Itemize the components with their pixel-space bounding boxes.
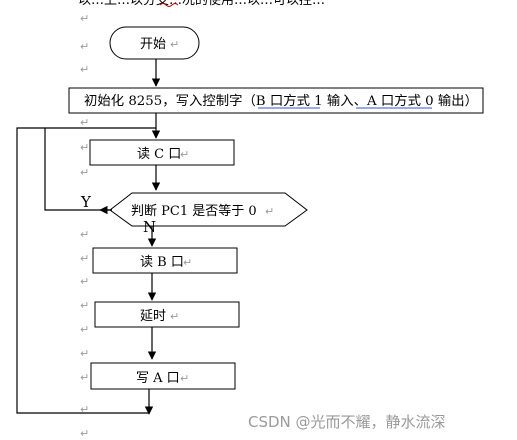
- start-label: 开始: [140, 37, 166, 52]
- paragraph-mark: ↵: [170, 310, 179, 323]
- read-c-label: 读 C 口: [137, 147, 181, 162]
- yes-loop-line: [44, 127, 156, 211]
- spellcheck-squiggle: [159, 3, 179, 7]
- paragraph-marks: ↵ ↵ ↵ ↵ ↵ ↵ ↵ ↵ ↵ ↵ ↵ ↵ ↵ ↵ ↵: [80, 12, 89, 440]
- read-b-label: 读 B 口: [140, 255, 184, 270]
- start-terminal: 开始 ↵: [109, 26, 200, 60]
- watermark: CSDN @光而不耀，静水流深: [248, 413, 446, 431]
- paragraph-mark: ↵: [80, 347, 89, 360]
- paragraph-mark: ↵: [80, 403, 89, 416]
- paragraph-mark: ↵: [180, 372, 189, 385]
- paragraph-mark: ↵: [80, 12, 89, 25]
- paragraph-mark: ↵: [80, 252, 89, 265]
- paragraph-mark: ↵: [80, 275, 89, 288]
- read-c-process-box: 读 C 口 ↵: [89, 139, 235, 166]
- paragraph-mark: ↵: [80, 63, 89, 76]
- paragraph-mark: ↵: [265, 205, 274, 218]
- paragraph-mark: ↵: [80, 323, 89, 336]
- paragraph-mark: ↵: [170, 38, 179, 51]
- paragraph-mark: ↵: [80, 116, 89, 129]
- write-a-process-box: 写 A 口 ↵: [90, 362, 236, 390]
- paragraph-mark: ↵: [80, 166, 89, 179]
- main-loop-line: [16, 127, 149, 414]
- paragraph-mark: ↵: [80, 40, 89, 53]
- delay-process-box: 延时 ↵: [94, 301, 240, 328]
- no-label: N: [143, 218, 156, 236]
- paragraph-mark: ↵: [80, 141, 89, 154]
- decision-hexagon: 判断 PC1 是否等于 0 ↵: [109, 192, 308, 227]
- yes-label: Y: [80, 193, 92, 211]
- top-text-fragment: 以…上…以分支…况的使用…以…可以控…: [78, 0, 325, 8]
- decision-label: 判断 PC1 是否等于 0: [131, 203, 257, 219]
- delay-label: 延时: [140, 309, 166, 324]
- init-process-box: 初始化 8255，写入控制字（B 口方式 1 输入、A 口方式 0 输出）: [68, 87, 484, 114]
- write-a-label: 写 A 口: [136, 371, 180, 386]
- read-b-process-box: 读 B 口 ↵: [92, 247, 238, 274]
- init-label: 初始化 8255，写入控制字（B 口方式 1 输入、A 口方式 0 输出）: [84, 93, 478, 109]
- paragraph-mark: ↵: [80, 299, 89, 312]
- paragraph-mark: ↵: [80, 228, 89, 241]
- paragraph-mark: ↵: [80, 427, 89, 440]
- paragraph-mark: ↵: [80, 371, 89, 384]
- paragraph-mark: ↵: [180, 148, 189, 161]
- paragraph-mark: ↵: [183, 256, 192, 269]
